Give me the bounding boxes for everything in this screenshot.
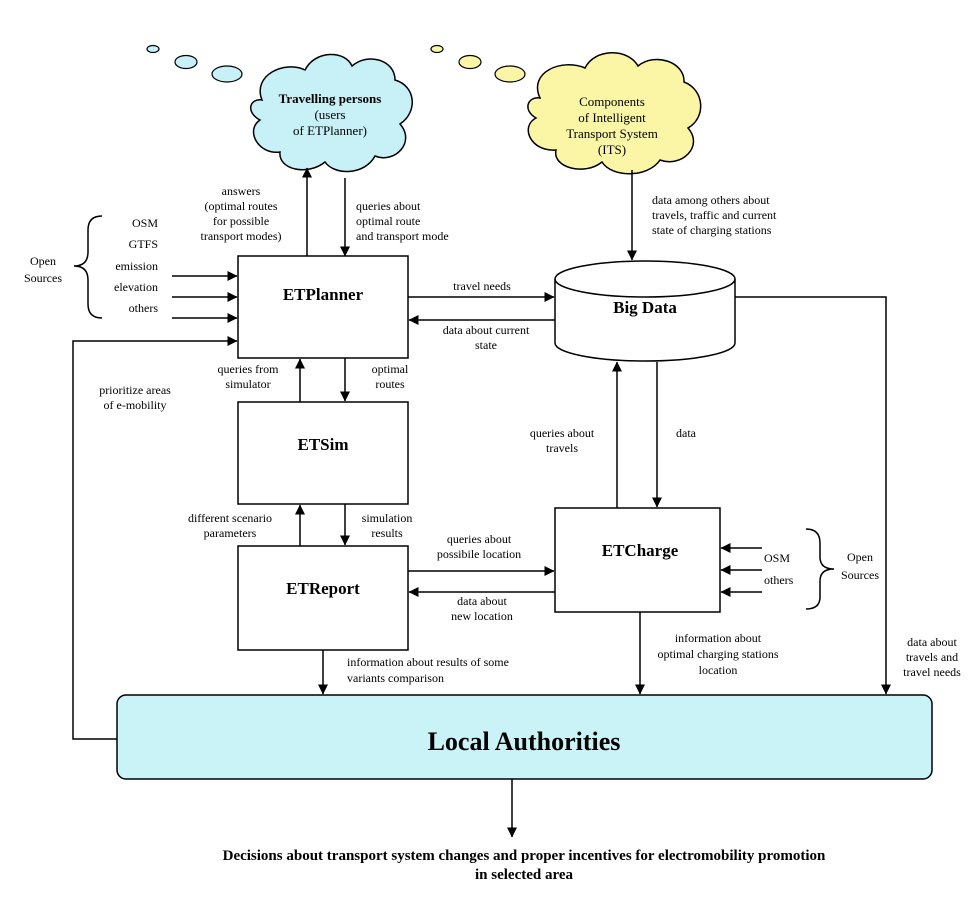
source-right-others: others — [764, 573, 794, 587]
left-brace — [73, 215, 103, 319]
etplanner-title: ETPlanner — [283, 285, 364, 304]
etsim-box: ETSim — [237, 401, 409, 505]
footer-line-2: in selected area — [475, 867, 574, 883]
its-cloud-dots — [430, 44, 526, 83]
open-sources-right: OSM others Open Sources — [764, 550, 879, 587]
users-cloud: Travelling persons (users of ETPlanner) — [250, 53, 413, 173]
scenario-label-2: parameters — [204, 526, 257, 540]
answers-label-3: for possible — [213, 214, 269, 228]
edge-labels: answers (optimal routes for possible tra… — [99, 184, 961, 685]
prioritize-label-2: of e-mobility — [104, 398, 167, 412]
source-elevation: elevation — [114, 280, 158, 294]
bigdata-cylinder: Big Data — [554, 260, 736, 362]
source-emission: emission — [115, 259, 158, 273]
new-location-label-2: new location — [451, 609, 513, 623]
results-comparison-label-2: variants comparison — [347, 671, 444, 685]
users-cloud-dots — [146, 44, 243, 83]
queries-travels-label-1: queries about — [530, 426, 595, 440]
charging-info-label-2: optimal charging stations — [657, 647, 778, 661]
queries-route-label-1: queries about — [356, 199, 421, 213]
optimal-routes-label-1: optimal — [372, 362, 409, 376]
its-cloud-line-4: (ITS) — [598, 142, 626, 157]
new-location-label-1: data about — [457, 594, 507, 608]
etreport-box: ETReport — [237, 545, 409, 651]
its-data-label-2: travels, traffic and current — [652, 208, 777, 222]
open-sources-left-label-1: Open — [30, 254, 56, 268]
results-comparison-label-1: information about results of some — [347, 655, 509, 669]
source-others: others — [129, 301, 159, 315]
data-label: data — [676, 426, 697, 440]
queries-location-label-2: possibile location — [437, 547, 521, 561]
charging-info-label-3: location — [699, 663, 738, 677]
open-sources-right-label-2: Sources — [841, 568, 879, 582]
its-data-label-1: data among others about — [652, 193, 770, 207]
source-gtfs: GTFS — [129, 237, 158, 251]
users-cloud-line-1: (users — [314, 107, 345, 122]
queries-route-label-2: optimal route — [356, 214, 420, 228]
current-state-label-1: data about current — [443, 323, 530, 337]
etcharge-box: ETCharge — [554, 507, 721, 613]
queries-sim-label-2: simulator — [225, 377, 270, 391]
sim-results-label-1: simulation — [362, 511, 413, 525]
travels-needs-label-2: travels and — [906, 650, 958, 664]
travels-needs-label-3: travel needs — [903, 665, 961, 679]
source-right-osm: OSM — [764, 551, 790, 565]
its-data-label-3: state of charging stations — [652, 223, 772, 237]
answers-label-2: (optimal routes — [205, 199, 278, 213]
its-cloud-line-2: of Intelligent — [578, 110, 646, 125]
current-state-label-2: state — [475, 338, 497, 352]
open-sources-left: Open Sources OSM GTFS emission elevation… — [24, 216, 158, 315]
its-cloud: Components of Intelligent Transport Syst… — [527, 52, 702, 175]
etreport-title: ETReport — [286, 579, 360, 598]
queries-route-label-3: and transport mode — [356, 229, 449, 243]
right-brace — [805, 528, 835, 610]
local-authorities-box: Local Authorities — [116, 694, 933, 780]
travels-needs-arrow — [735, 296, 891, 695]
queries-location-label-1: queries about — [447, 532, 512, 546]
travel-needs-label: travel needs — [453, 279, 511, 293]
etcharge-title: ETCharge — [602, 541, 679, 560]
charging-info-label-1: information about — [675, 631, 762, 645]
local-authorities-title: Local Authorities — [428, 727, 621, 756]
source-osm: OSM — [132, 216, 158, 230]
travels-needs-label-1: data about — [907, 635, 957, 649]
answers-label-1: answers — [222, 184, 261, 198]
bigdata-title: Big Data — [613, 298, 677, 317]
sim-results-label-2: results — [371, 526, 403, 540]
prioritize-arrow — [72, 336, 238, 740]
queries-travels-label-2: travels — [546, 441, 578, 455]
queries-sim-label-1: queries from — [218, 362, 280, 376]
optimal-routes-label-2: routes — [375, 377, 405, 391]
prioritize-label-1: prioritize areas — [99, 383, 171, 397]
footer-decisions: Decisions about transport system changes… — [223, 848, 826, 883]
etplanner-box: ETPlanner — [237, 255, 409, 359]
open-sources-left-label-2: Sources — [24, 271, 62, 285]
users-cloud-title: Travelling persons — [279, 91, 382, 106]
scenario-label-1: different scenario — [188, 511, 272, 525]
open-sources-right-label-1: Open — [847, 550, 873, 564]
etsim-title: ETSim — [297, 435, 348, 454]
connectors — [72, 167, 891, 838]
its-cloud-line-3: Transport System — [566, 126, 658, 141]
footer-line-1: Decisions about transport system changes… — [223, 848, 826, 864]
its-cloud-line-1: Components — [579, 94, 645, 109]
answers-label-4: transport modes) — [201, 229, 282, 243]
users-cloud-line-2: of ETPlanner) — [293, 123, 367, 138]
